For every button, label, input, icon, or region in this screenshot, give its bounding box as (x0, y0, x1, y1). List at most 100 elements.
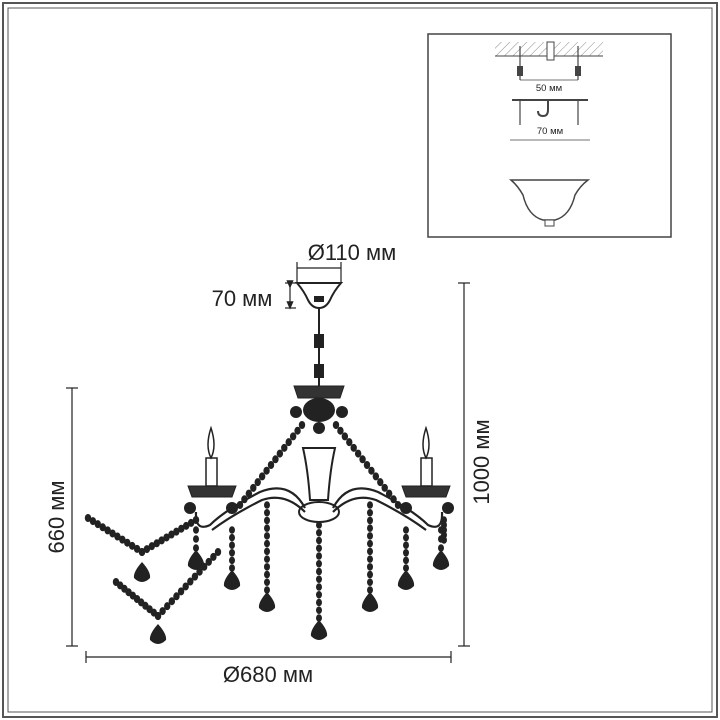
flame-icon (422, 425, 430, 460)
bead (99, 523, 106, 532)
crystal-pendant (223, 570, 241, 590)
bead (214, 548, 222, 556)
crystal-pendant (133, 562, 151, 582)
bead (298, 421, 306, 429)
bead (367, 578, 373, 587)
bead (264, 555, 270, 563)
bead (263, 466, 270, 475)
bead (104, 526, 111, 535)
bead (377, 478, 384, 487)
central-column (301, 447, 337, 501)
bead (294, 426, 301, 435)
bead (350, 443, 357, 452)
bead (341, 432, 349, 441)
bead (316, 536, 322, 545)
flame-icon (207, 425, 215, 460)
bead (158, 536, 165, 545)
bead (229, 556, 235, 565)
bead (403, 556, 409, 565)
bead (403, 533, 409, 542)
bead (316, 529, 322, 537)
bead (258, 472, 266, 481)
bead (272, 455, 279, 464)
bead (124, 538, 131, 547)
bead (316, 614, 322, 622)
bead (264, 532, 270, 540)
bead (381, 483, 388, 492)
bead (264, 508, 270, 517)
bead (285, 438, 292, 447)
bead (372, 472, 380, 481)
bead (403, 549, 409, 557)
bead (114, 532, 121, 541)
bead (367, 524, 373, 532)
bead (182, 521, 190, 530)
bead (367, 516, 373, 525)
bead (229, 526, 235, 534)
bead (367, 539, 373, 548)
bead (281, 443, 288, 452)
bead (264, 547, 270, 556)
suspension-chain (314, 308, 324, 386)
bead (264, 516, 270, 525)
canopy-cup (508, 179, 591, 221)
bead (109, 529, 116, 538)
bead (133, 544, 141, 553)
bead (316, 583, 322, 591)
bead (182, 582, 189, 591)
bead (192, 516, 200, 524)
bead (119, 535, 126, 544)
crystal-pendant (310, 620, 328, 640)
bead (159, 607, 166, 616)
bead (89, 517, 97, 526)
bead (264, 501, 270, 509)
bracket-width-label: 50 мм (536, 83, 562, 94)
bead (367, 501, 373, 509)
bead (316, 598, 322, 607)
bead (367, 586, 373, 594)
bead (128, 541, 136, 550)
crystal-pendant (397, 570, 415, 590)
bead (229, 564, 235, 572)
bead (187, 577, 194, 586)
bead (385, 489, 393, 498)
left-candle (184, 425, 238, 514)
bead (229, 541, 235, 549)
bead (173, 592, 180, 601)
bead (164, 602, 171, 611)
bead (394, 501, 402, 509)
bead (264, 578, 270, 587)
bead (368, 466, 375, 475)
bead (438, 544, 444, 552)
bead (177, 587, 185, 596)
bead (264, 570, 270, 579)
bead (168, 597, 176, 606)
bead (178, 524, 185, 533)
bead (191, 572, 199, 581)
bead (403, 564, 409, 572)
canopy-diameter-label: Ø110 мм (308, 240, 397, 265)
bead (193, 535, 199, 543)
bead (264, 563, 270, 571)
bead (173, 527, 180, 536)
bead (337, 426, 344, 435)
bead (403, 541, 409, 549)
crystal-pendant (361, 592, 379, 612)
plate-width-label: 70 мм (537, 126, 563, 137)
bead (236, 501, 244, 509)
bead (367, 555, 373, 563)
bead (193, 526, 199, 534)
bead (367, 532, 373, 540)
bead (154, 612, 162, 620)
dimension-lines (66, 262, 470, 663)
bead (316, 567, 322, 576)
bead (163, 533, 170, 542)
bead (316, 591, 322, 599)
crystal-pendant (432, 550, 450, 570)
bead (316, 606, 322, 614)
crystal-pendant (149, 624, 167, 644)
bead (264, 524, 270, 532)
bead (138, 548, 146, 556)
pendant-drops (133, 501, 450, 644)
